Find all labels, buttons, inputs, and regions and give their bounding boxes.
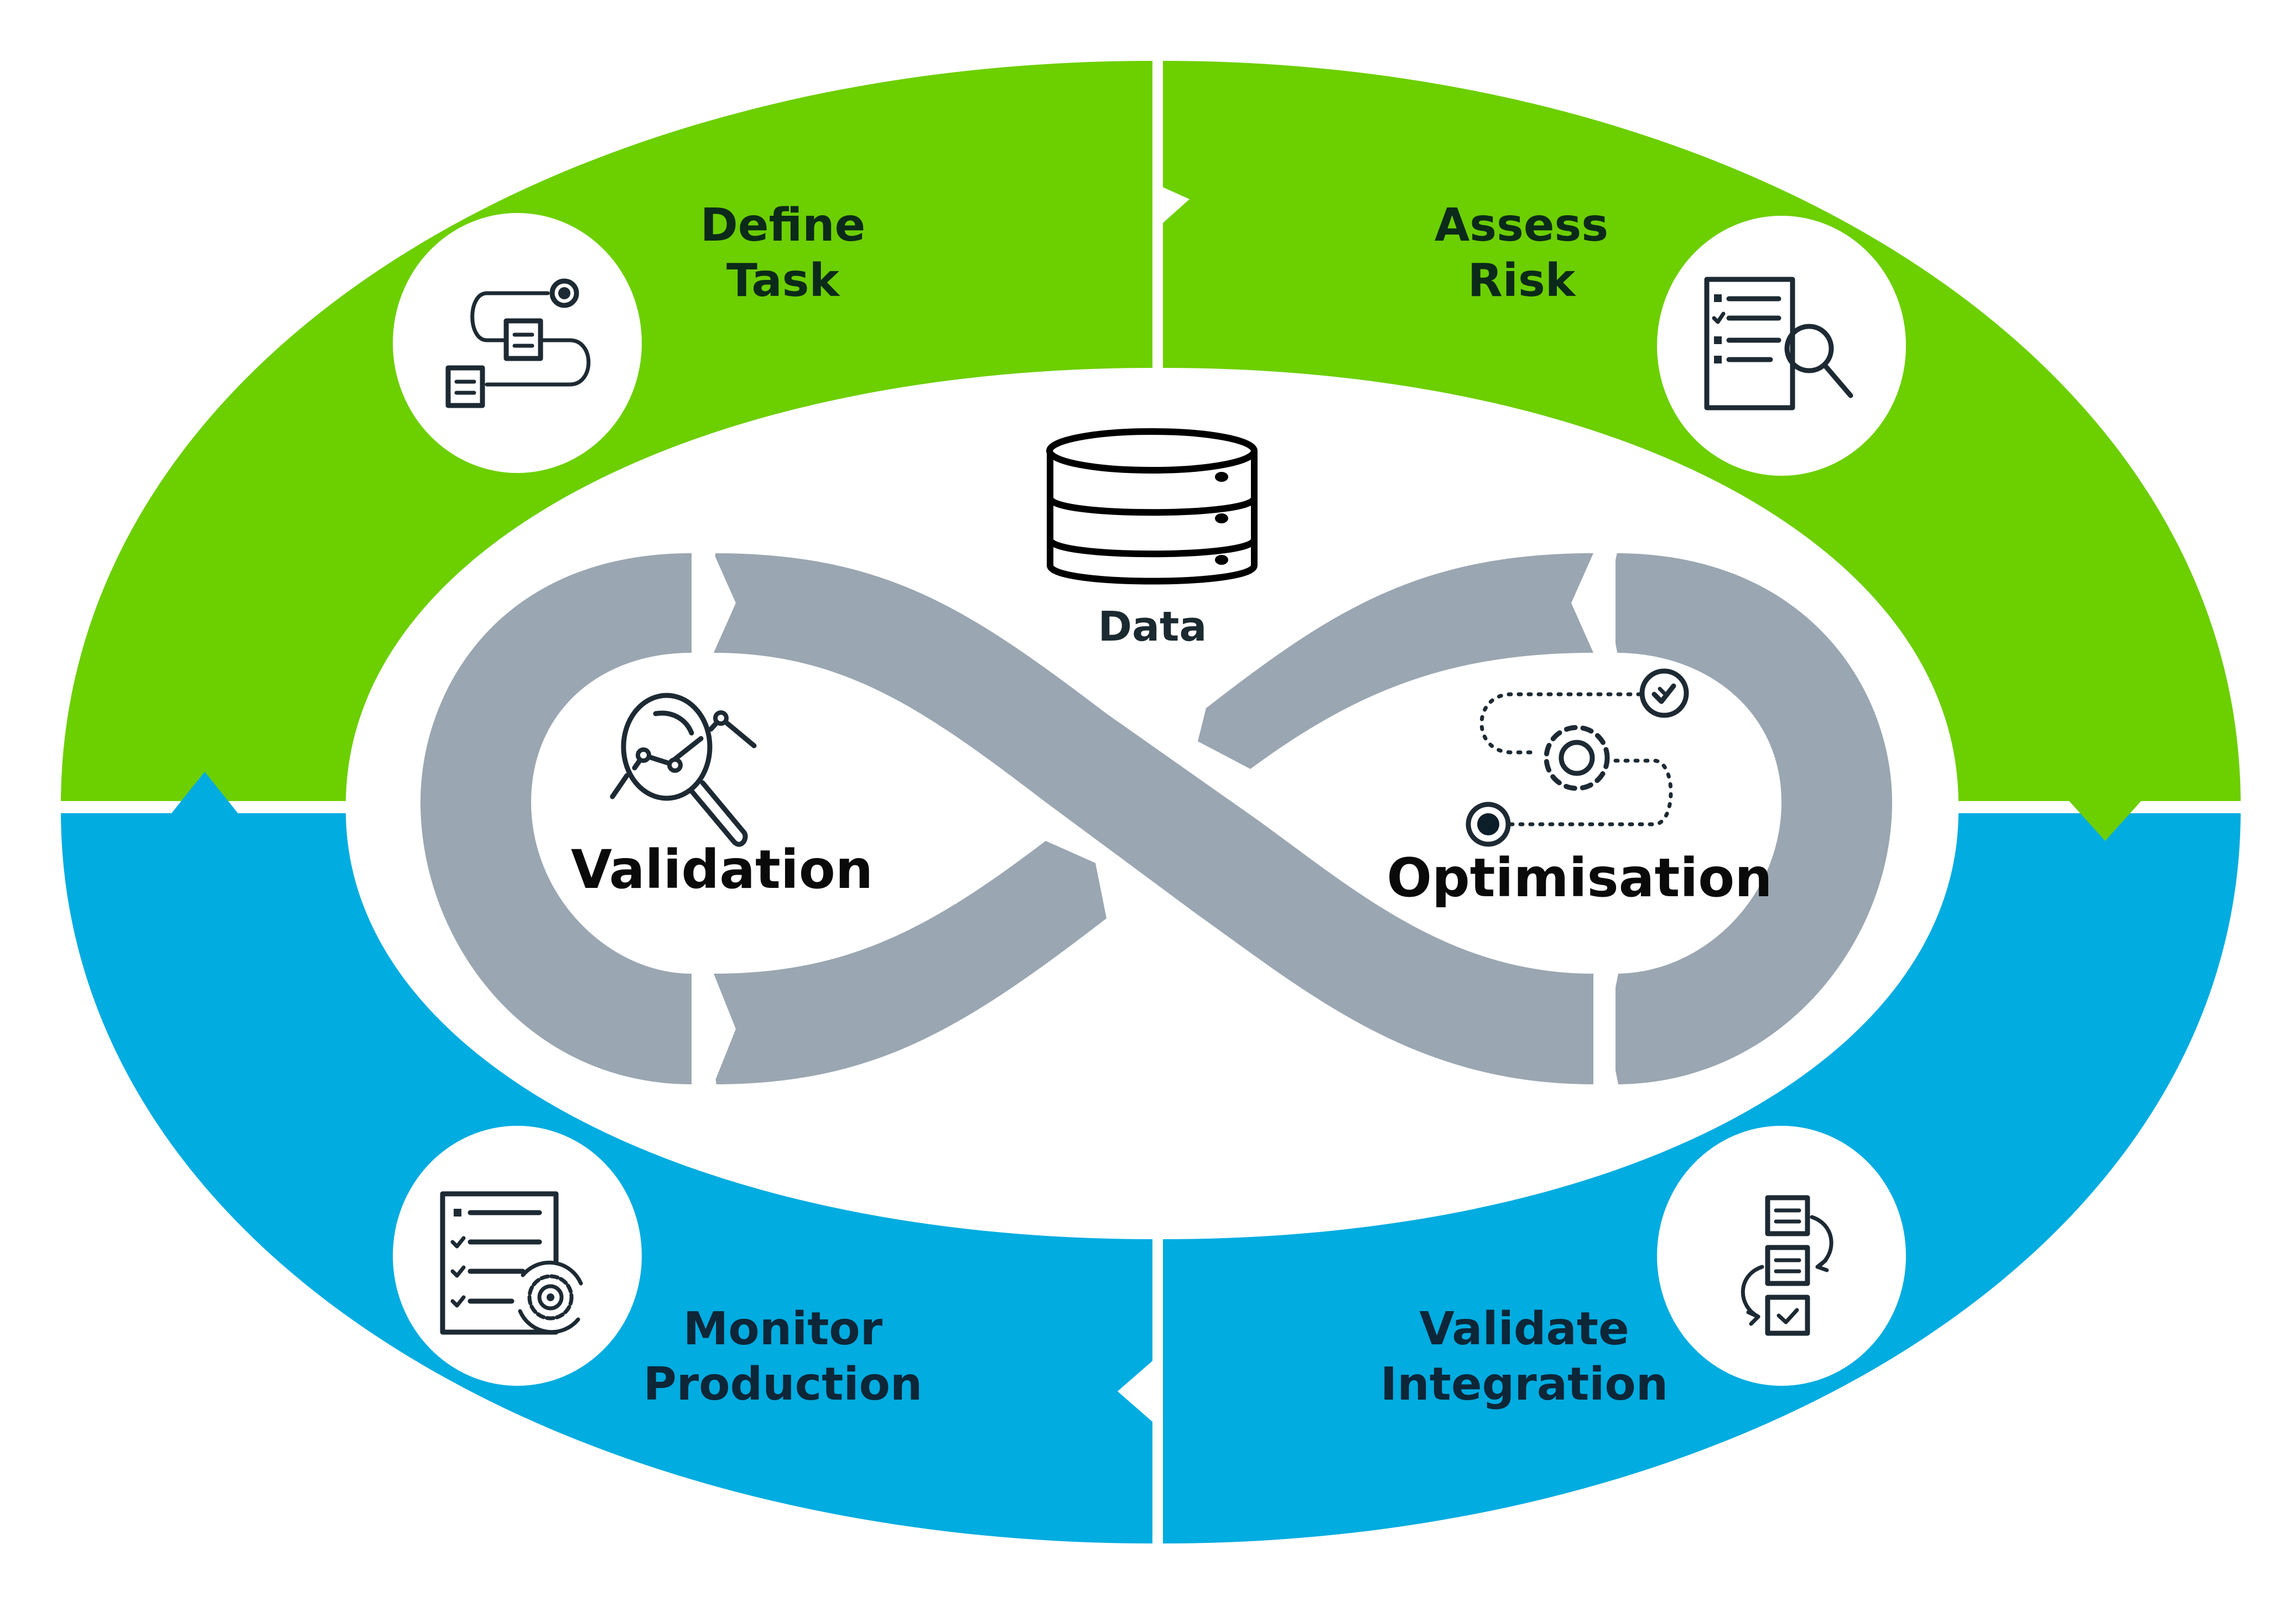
checklist-search-icon [1704,277,1853,410]
assess-risk-label-line1: Assess [1435,199,1608,252]
monitor-production-label-line2: Production [643,1358,923,1411]
workflow-icon [445,278,591,408]
gear-path-icon [1466,668,1689,847]
assess-risk-label-line2: Risk [1468,254,1577,307]
validate-integration-label-line2: Integration [1380,1358,1668,1411]
monitor-production-label-line1: Monitor [683,1303,883,1355]
loop-notch-tr [1593,548,1618,658]
validate-integration-icon-circle [1657,1126,1906,1386]
loop-notch-tl [694,548,719,658]
validate-integration-label-line1: Validate [1419,1303,1629,1355]
monitor-production-icon-circle [393,1126,642,1386]
loop-notch-bl [694,974,716,1084]
loop-left-top-band [714,553,1593,1084]
loop-left-outer [420,553,692,1084]
infinity-loop [420,548,1892,1084]
validation-label: Validation [571,839,873,901]
define-task-icon-circle [393,213,642,473]
data-label: Data [1098,603,1207,651]
loop-right-outer [1615,553,1892,1084]
outer-ring-bottom [61,810,2241,1543]
divider-top [1152,55,1189,376]
steps-checked-icon [1741,1195,1833,1336]
assess-risk-icon-circle [1657,216,1906,476]
divider-bottom [1118,1234,1163,1549]
loop-right-top-band [1198,553,1593,769]
loop-left-bottom-band [714,841,1107,1084]
loop-notch-br [1593,974,1618,1084]
checklist-gear-icon [440,1191,584,1335]
chevron-left-up [172,772,238,813]
database-icon [1046,428,1258,585]
optimisation-label: Optimisation [1386,847,1772,909]
chevron-right-down [2069,801,2141,841]
magnifier-chart-icon [610,693,757,847]
define-task-label-line2: Task [726,254,841,307]
define-task-label-line1: Define [700,199,865,252]
